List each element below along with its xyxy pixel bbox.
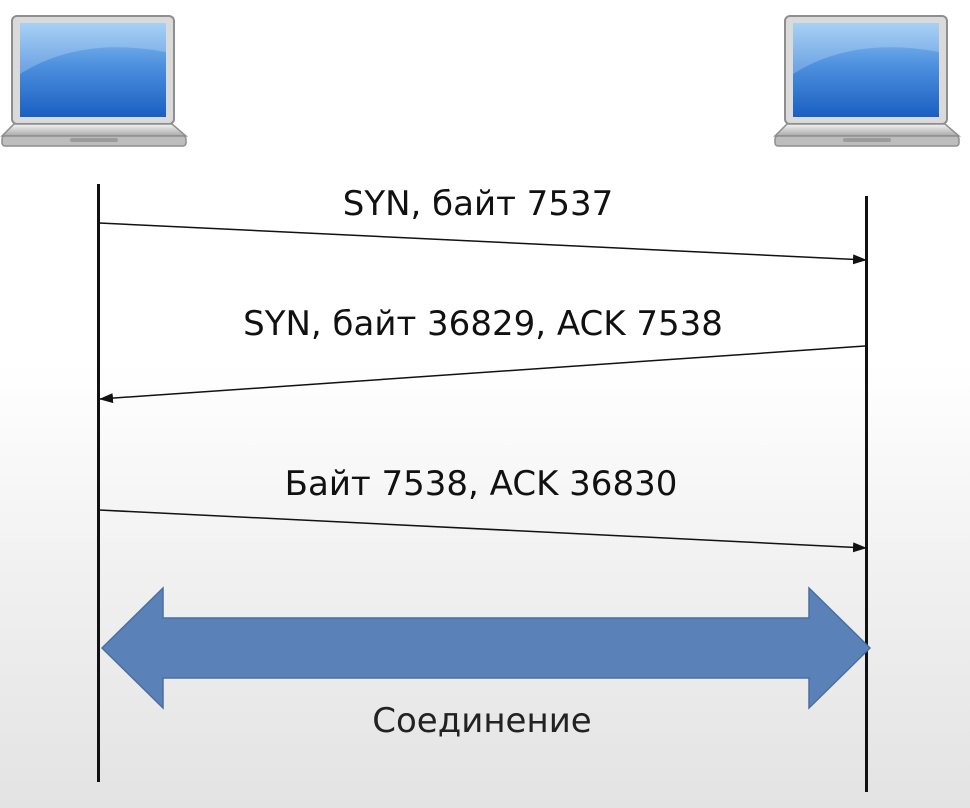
connection-label: Соединение xyxy=(372,701,592,741)
message-arrow-2 xyxy=(99,345,866,404)
message-label-3: Байт 7538, ACK 36830 xyxy=(284,464,678,504)
left-host-lifeline xyxy=(97,184,100,782)
laptop-icon xyxy=(773,15,961,147)
laptop-icon xyxy=(0,15,188,147)
message-label-1: SYN, байт 7537 xyxy=(342,184,614,224)
right-host-lifeline xyxy=(865,196,868,792)
message-arrow-3 xyxy=(98,509,867,553)
message-label-2: SYN, байт 36829, ACK 7538 xyxy=(243,304,723,344)
message-arrow-1 xyxy=(98,222,867,265)
connection-double-arrow xyxy=(100,586,872,710)
